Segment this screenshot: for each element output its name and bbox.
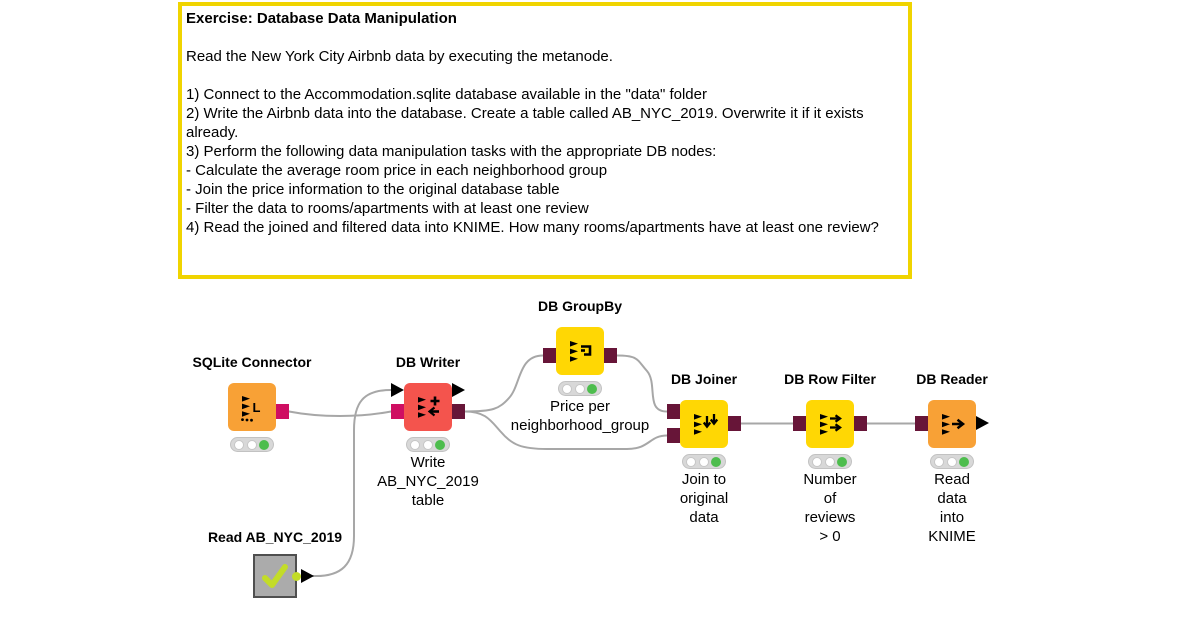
annotation-line: - Calculate the average room price in ea… [186,162,608,179]
database-row-filter-icon [820,414,842,435]
traffic-light-green [959,456,969,467]
input-port-db-data-bottom[interactable] [667,428,680,443]
traffic-light-green [587,383,597,394]
node-title: DB Writer [395,354,461,370]
traffic-light-green [435,439,445,450]
output-port-db-data[interactable] [452,404,465,419]
workflow-annotation-box[interactable]: Exercise: Database Data Manipulation Rea… [178,2,912,279]
traffic-light [406,437,450,452]
wire-metanode-to-writer[interactable] [312,389,392,578]
metanode-output-dot [292,572,301,581]
node-db-reader: DB Reader Read data into KNIME [915,371,989,545]
annotation-line: 1) Connect to the Accommodation.sqlite d… [186,86,707,103]
node-annotation: Write AB_NYC_2019 table [377,454,479,509]
annotation-line: - Filter the data to rooms/apartments wi… [186,200,589,217]
traffic-light [808,454,852,469]
traffic-light-yellow [246,439,257,450]
node-annotation: Number of reviews > 0 [803,471,857,545]
traffic-light-green [711,456,721,467]
node-annotation: Read data into KNIME [928,471,976,545]
input-port-db-data[interactable] [793,416,806,431]
database-reader-icon [942,414,966,435]
node-db-row-filter: DB Row Filter Numb [784,371,876,545]
traffic-light-red [410,439,420,450]
input-port-data-triangle[interactable] [391,383,404,397]
traffic-light-red [562,383,572,394]
traffic-light-yellow [422,439,433,450]
database-write-icon [418,396,440,418]
annotation-line: 4) Read the joined and filtered data int… [186,219,879,236]
annotation-line [186,28,908,47]
node-title: SQLite Connector [192,354,312,370]
output-port-db-data[interactable] [604,348,617,363]
node-title: DB GroupBy [538,298,622,314]
svg-text:L: L [253,400,261,415]
output-port-data-triangle[interactable] [452,383,465,397]
traffic-light-green [837,456,847,467]
node-db-writer: DB Writer Write AB_NY [377,354,479,509]
node-title: Read AB_NYC_2019 [207,529,343,545]
node-body-db-joiner[interactable] [680,400,728,448]
traffic-light [930,454,974,469]
node-sqlite-connector: SQLite Connector L [192,354,312,452]
traffic-light [230,437,274,452]
input-port-db-data[interactable] [915,416,928,431]
annotation-line: Exercise: Database Data Manipulation [186,10,457,27]
traffic-light-yellow [946,456,957,467]
traffic-light-yellow [574,383,585,394]
output-port-data-triangle[interactable] [301,569,314,583]
traffic-light-green [259,439,269,450]
node-db-joiner: DB Joiner Joi [667,371,741,526]
output-port-db-session[interactable] [276,404,289,419]
traffic-light-red [812,456,822,467]
wire-groupby-to-joiner[interactable] [616,354,668,413]
metanode-read-ab-nyc-2019: Read AB_NYC_2019 [208,529,342,598]
node-body-db-reader[interactable] [928,400,976,448]
wire-writer-to-joiner[interactable] [464,410,668,450]
annotation-line [186,66,908,85]
traffic-light-yellow [698,456,709,467]
annotation-line: already. [186,124,239,141]
traffic-light-red [234,439,244,450]
annotation-line: 2) Write the Airbnb data into the databa… [186,105,864,122]
node-body-db-writer[interactable] [404,383,452,431]
node-body-db-groupby[interactable] [556,327,604,375]
checkmark-icon [262,564,288,588]
wire-writer-to-groupby[interactable] [464,354,544,413]
metanode-body[interactable] [253,554,297,598]
annotation-line: - Join the price information to the orig… [186,181,560,198]
traffic-light [682,454,726,469]
traffic-light-red [686,456,696,467]
wire-sqlite-to-writer[interactable] [288,410,392,417]
database-joiner-icon [694,414,719,435]
input-port-db-data-top[interactable] [667,404,680,419]
input-port-db-session[interactable] [391,404,404,419]
node-body-sqlite-connector[interactable]: L [228,383,276,431]
input-port-db-data[interactable] [543,348,556,363]
node-title: DB Row Filter [784,371,876,387]
node-body-db-row-filter[interactable] [806,400,854,448]
node-title: DB Joiner [670,371,738,387]
node-annotation: Join to original data [679,471,729,526]
node-db-groupby: DB GroupBy Price per neighborhood_group [511,298,649,434]
database-connector-icon: L [241,396,261,422]
output-port-db-data[interactable] [728,416,741,431]
traffic-light [558,381,602,396]
output-port-db-data[interactable] [854,416,867,431]
node-title: DB Reader [916,371,988,387]
annotation-line: 3) Perform the following data manipulati… [186,143,717,160]
annotation-line: Read the New York City Airbnb data by ex… [186,48,613,65]
traffic-light-red [934,456,944,467]
traffic-light-yellow [824,456,835,467]
node-annotation: Price per neighborhood_group [510,398,650,434]
output-port-data-triangle[interactable] [976,416,989,430]
database-groupby-icon [570,341,592,362]
